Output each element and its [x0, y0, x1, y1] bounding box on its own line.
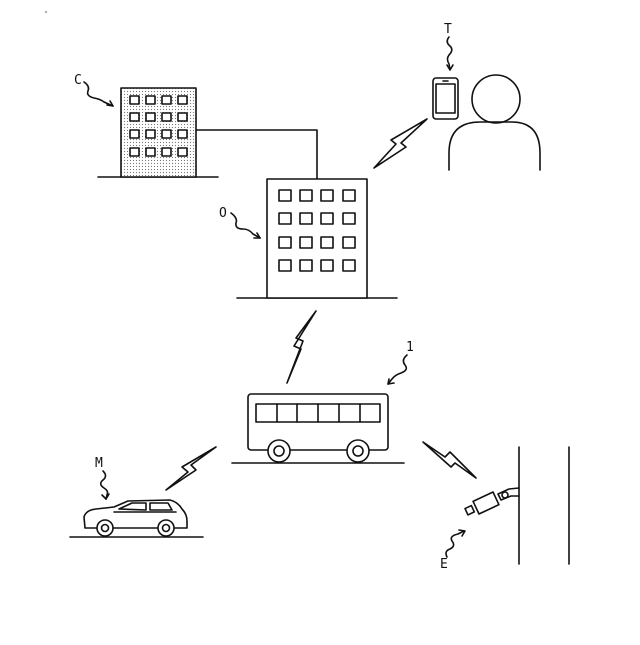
camera-lens	[465, 506, 474, 515]
bus	[232, 394, 404, 463]
leader-c	[84, 82, 113, 106]
lightning-t	[374, 119, 427, 168]
person	[449, 75, 540, 170]
wall	[519, 447, 569, 564]
camera-body	[473, 492, 499, 514]
label-m: M	[95, 456, 103, 471]
speck	[45, 11, 47, 13]
building-o-body	[267, 179, 367, 298]
label-c: C	[74, 73, 82, 88]
camera	[465, 488, 519, 515]
leader-bus	[388, 355, 407, 384]
label-bus: 1	[406, 340, 414, 355]
leader-o	[231, 213, 260, 238]
building-o	[237, 179, 397, 298]
leader-e	[446, 531, 464, 557]
leader-m-arrow	[102, 494, 109, 499]
label-t: T	[444, 22, 452, 37]
bus-windows	[256, 404, 380, 422]
wired-link	[196, 130, 317, 179]
lightning-bus	[287, 311, 316, 383]
bus-wheel-rear	[347, 440, 369, 462]
car-wheel-rear	[158, 520, 174, 536]
label-e: E	[440, 557, 448, 572]
person-head	[472, 75, 520, 123]
person-body	[449, 122, 540, 170]
lightning-car	[166, 447, 216, 490]
car	[70, 500, 203, 537]
smartphone	[433, 78, 458, 119]
building-c	[98, 88, 218, 177]
smartphone-screen	[436, 84, 455, 113]
leader-t	[447, 37, 452, 69]
label-o: O	[219, 206, 227, 221]
lightning-camera	[423, 442, 476, 478]
car-wheel-front	[97, 520, 113, 536]
bus-wheel-front	[268, 440, 290, 462]
